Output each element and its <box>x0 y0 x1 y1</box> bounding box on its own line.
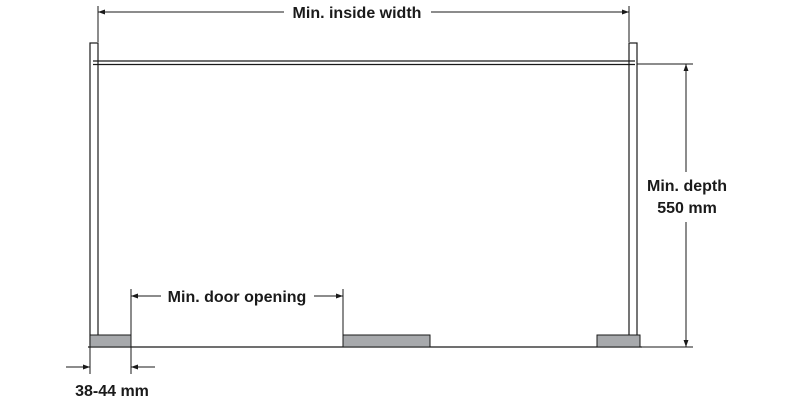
door-block-center <box>342 334 431 348</box>
door-block-right <box>596 334 641 348</box>
depth-label-line2: 550 mm <box>657 200 717 217</box>
right-side-panel <box>628 42 638 346</box>
depth-label-line1: Min. depth <box>647 178 727 195</box>
panel-thickness-label: 38-44 mm <box>75 383 149 400</box>
door-opening-label: Min. door opening <box>168 289 307 306</box>
left-side-panel <box>89 42 99 346</box>
inside-width-label: Min. inside width <box>293 5 422 22</box>
door-block-left <box>89 334 132 348</box>
